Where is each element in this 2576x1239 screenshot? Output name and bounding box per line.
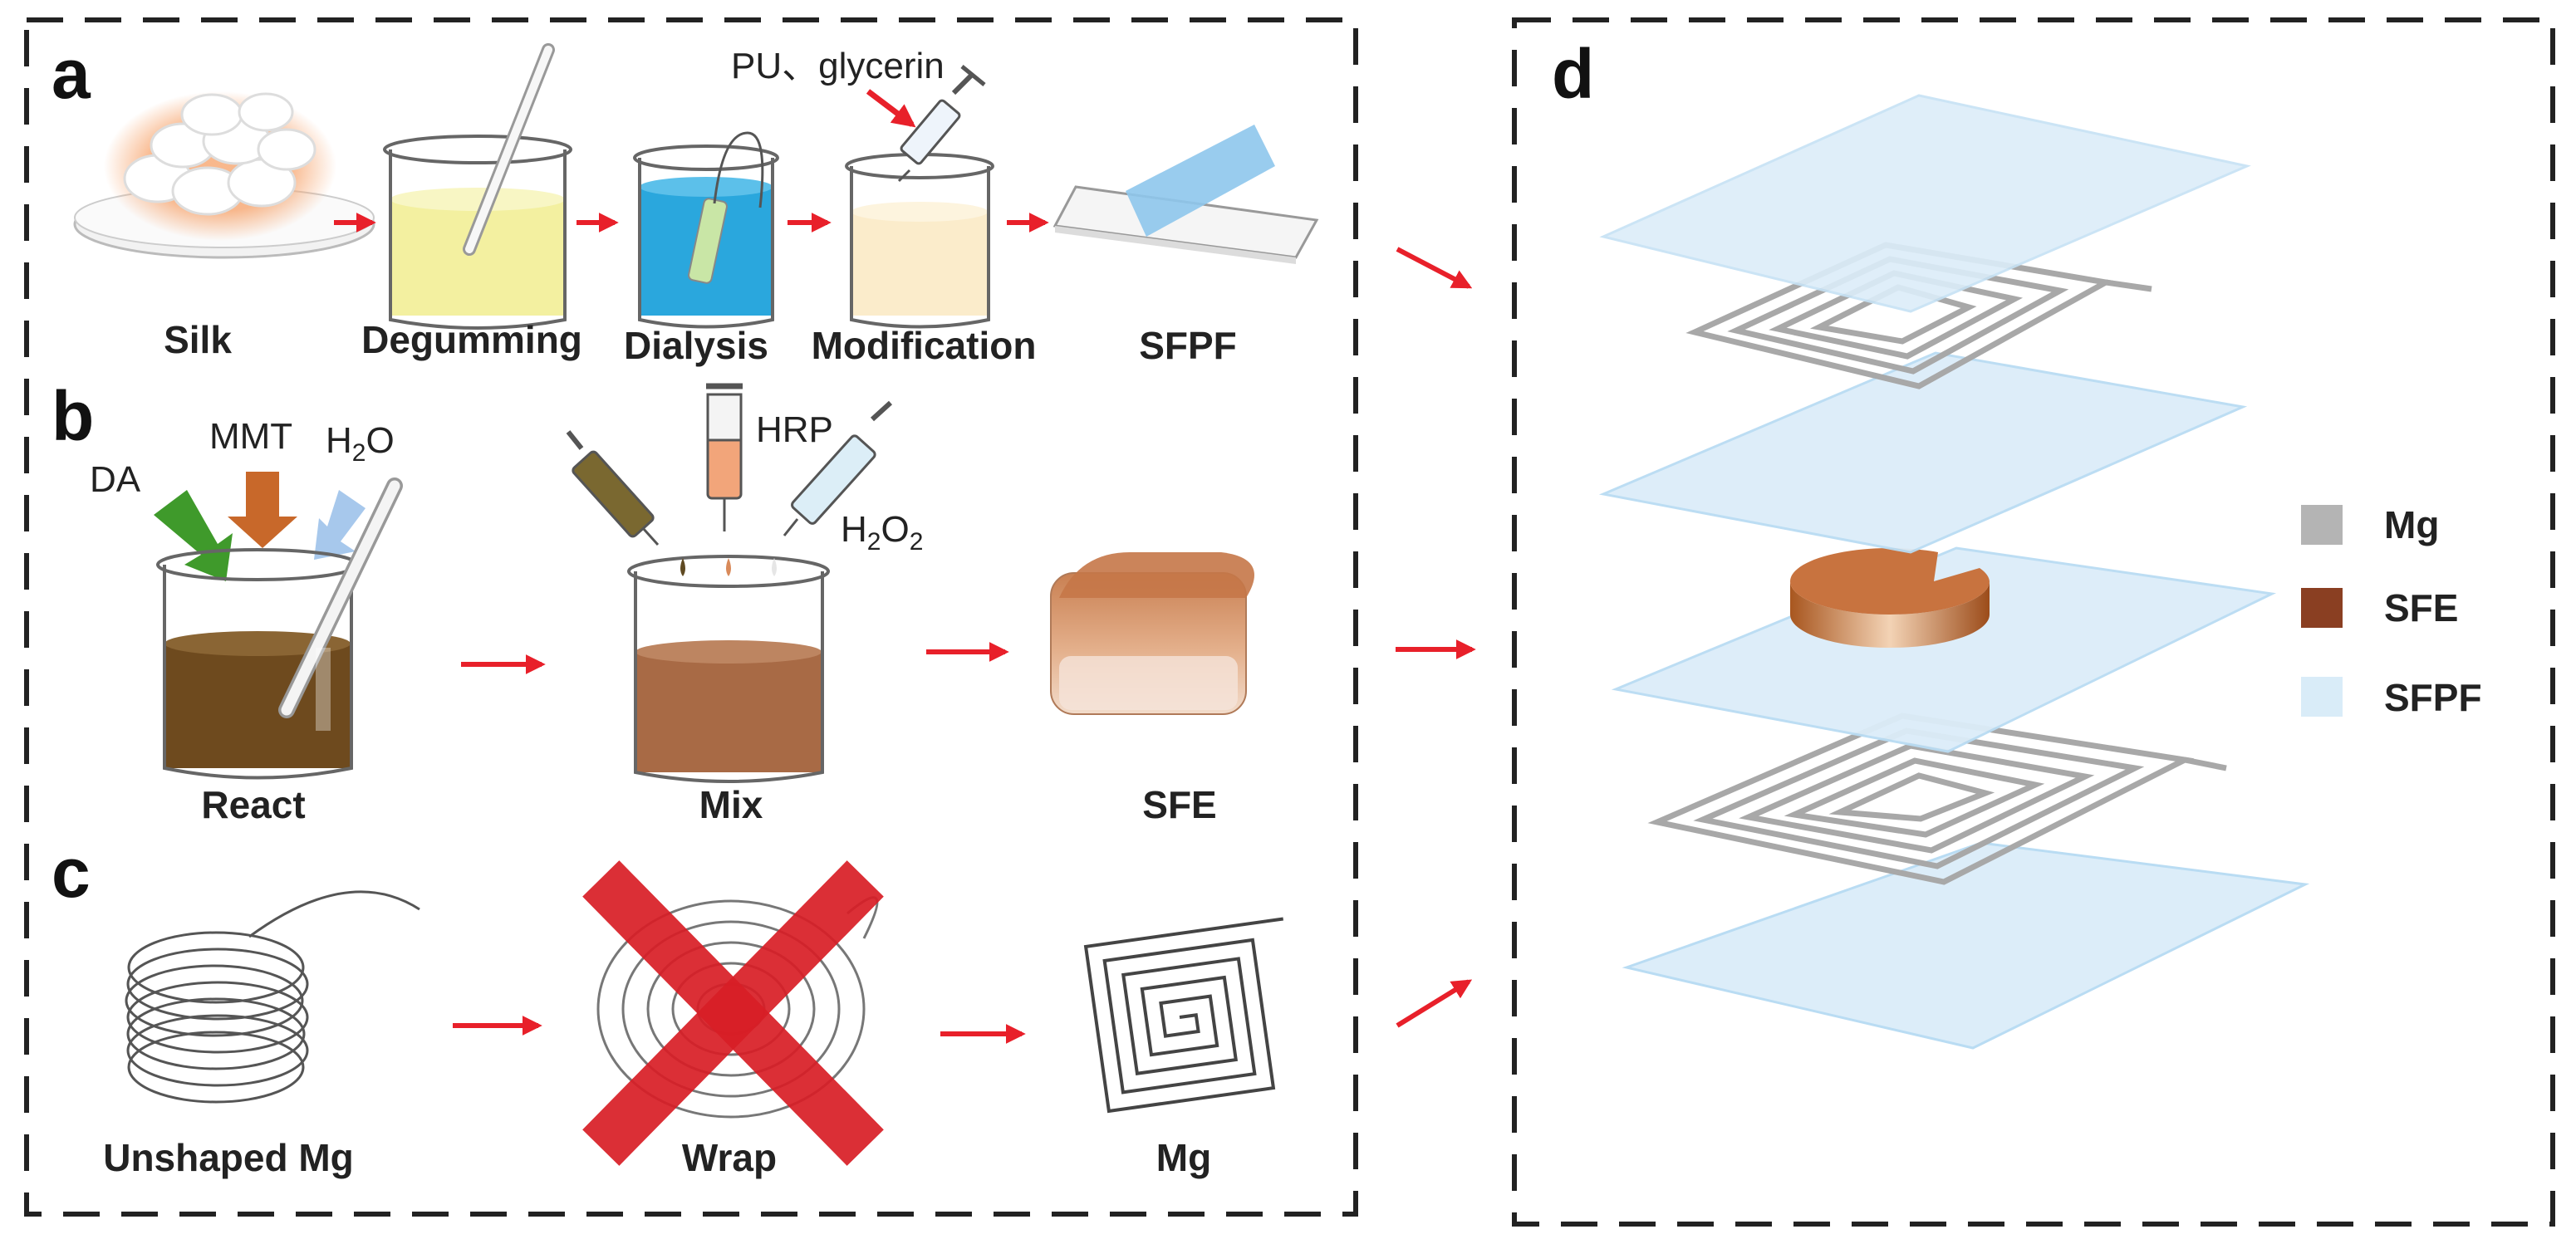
label-unshaped-mg: Unshaped Mg xyxy=(103,1136,354,1179)
mg-square-spiral xyxy=(1083,917,1283,1114)
label-modification: Modification xyxy=(812,324,1037,367)
label-sfpf: SFPF xyxy=(1139,324,1237,367)
syringe-left-icon xyxy=(566,430,660,546)
layer-sfpf-upper-middle xyxy=(1598,351,2248,554)
cross-mark-icon xyxy=(582,860,884,1166)
syringe-label-h2o2: H2O2 xyxy=(841,509,923,556)
syringe-right-icon xyxy=(783,400,893,536)
legend-label-sfpf: SFPF xyxy=(2384,676,2482,719)
syringe-icon xyxy=(897,65,986,183)
additive-arrow xyxy=(866,89,916,128)
label-mg: Mg xyxy=(1156,1136,1211,1179)
layer-mg-bottom xyxy=(1647,713,2227,885)
legend-label-mg: Mg xyxy=(2384,503,2439,546)
mix-beaker xyxy=(627,555,830,783)
label-degumming: Degumming xyxy=(361,318,582,361)
panel-letter-a: a xyxy=(52,35,91,113)
reagent-mmt: MMT xyxy=(209,416,292,457)
legend-label-sfe: SFE xyxy=(2384,586,2458,629)
panel-letter-b: b xyxy=(52,377,94,455)
arrow-to-d-top xyxy=(1396,247,1473,289)
exploded-device-stack xyxy=(1598,94,2310,1050)
react-beaker xyxy=(156,477,403,780)
label-wrap: Wrap xyxy=(682,1136,777,1179)
reagent-da: DA xyxy=(90,459,141,500)
layer-sfe-disc xyxy=(1790,548,1990,648)
h2o-arrow xyxy=(314,490,366,560)
legend: Mg SFE SFPF xyxy=(2301,503,2482,719)
additive-note: PU、glycerin xyxy=(731,46,945,86)
da-arrow xyxy=(154,490,233,581)
sfe-block xyxy=(1050,552,1254,715)
panel-letter-c: c xyxy=(52,834,91,912)
syringe-label-hrp: HRP xyxy=(756,409,833,450)
left-dashed-frame xyxy=(24,17,1358,1217)
legend-swatch-sfe xyxy=(2301,588,2343,628)
label-mix: Mix xyxy=(699,783,763,826)
layer-sfpf-bottom xyxy=(1622,841,2310,1050)
arrow-to-d-bottom xyxy=(1396,979,1473,1028)
legend-swatch-sfpf xyxy=(2301,677,2343,717)
dialysis-beaker xyxy=(633,131,779,329)
sfpf-film xyxy=(1052,125,1319,264)
modification-beaker xyxy=(845,153,994,329)
silk-cocoons-illustration xyxy=(73,91,375,259)
syringe-center-icon xyxy=(706,383,743,531)
label-dialysis: Dialysis xyxy=(624,324,768,367)
panel-letter-d: d xyxy=(1552,35,1594,113)
layer-sfpf-top xyxy=(1599,94,2251,313)
reagent-h2o: H2O xyxy=(326,420,395,467)
label-silk: Silk xyxy=(164,318,232,361)
label-react: React xyxy=(201,783,305,826)
mmt-arrow xyxy=(228,472,297,548)
label-sfe: SFE xyxy=(1142,783,1216,826)
legend-swatch-mg xyxy=(2301,505,2343,545)
right-dashed-frame xyxy=(1512,17,2555,1227)
degumming-beaker xyxy=(383,43,572,330)
unshaped-mg-coil xyxy=(125,890,420,1104)
